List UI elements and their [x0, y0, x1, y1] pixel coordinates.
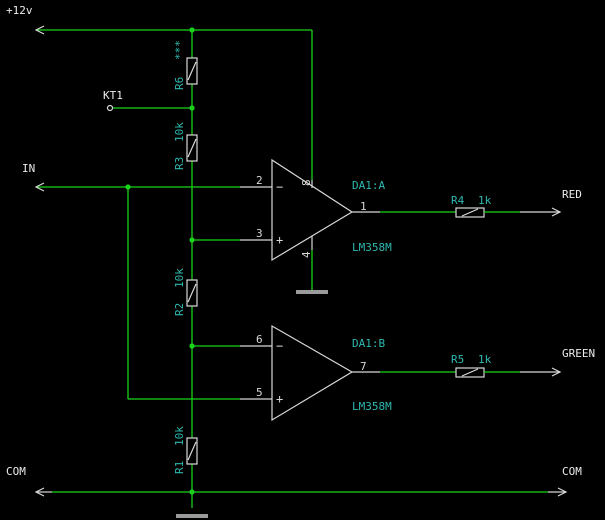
junction-dot [189, 237, 195, 243]
pin-8: 8 [300, 179, 313, 186]
opamp-b-ref: DA1:B [352, 337, 385, 350]
r1-value: 10k [173, 426, 186, 446]
opamp-a-plus: + [276, 233, 283, 247]
pin-3: 3 [256, 227, 263, 240]
opamp-b-plus: + [276, 392, 283, 406]
r6-value: *** [173, 40, 186, 60]
pin-6: 6 [256, 333, 263, 346]
opamp-a-ref: DA1:A [352, 179, 385, 192]
pin-4: 4 [300, 251, 313, 258]
r6-ref: R6 [173, 77, 186, 90]
resistor-r6 [186, 57, 198, 85]
r2-ref: R2 [173, 303, 186, 316]
resistor-r2 [186, 279, 198, 307]
red-arrow-icon [551, 207, 562, 217]
opamp-b [271, 324, 354, 422]
junction-dot [125, 184, 131, 190]
r1-ref: R1 [173, 461, 186, 474]
com-rail [34, 487, 568, 497]
r5-value: 1k [478, 353, 492, 366]
input-net [34, 182, 240, 400]
resistor-r3 [186, 134, 198, 162]
testpoint-kt1 [106, 104, 192, 112]
vcc-rail [34, 25, 313, 180]
resistor-r5 [455, 367, 485, 378]
opamp-b-minus: − [276, 339, 283, 353]
opamp-a-part: LM358M [352, 241, 392, 254]
junction-dot [189, 489, 195, 495]
ground-symbol-main [176, 514, 208, 518]
r4-value: 1k [478, 194, 492, 207]
pin-2: 2 [256, 174, 263, 187]
kt1-label: KT1 [103, 89, 123, 102]
vcc-label: +12v [6, 4, 33, 17]
in-label: IN [22, 162, 35, 175]
pin-1: 1 [360, 200, 367, 213]
com-label-left: COM [6, 465, 26, 478]
r4-ref: R4 [451, 194, 465, 207]
r3-value: 10k [173, 122, 186, 142]
pin-5: 5 [256, 386, 263, 399]
resistor-r4 [455, 207, 485, 218]
ground-symbol-a [296, 290, 328, 294]
opamp-a-minus: − [276, 180, 283, 194]
com-label-right: COM [562, 465, 582, 478]
resistor-r1 [186, 437, 198, 465]
opamp-b-part: LM358M [352, 400, 392, 413]
junction-dot [189, 27, 195, 33]
green-label: GREEN [562, 347, 595, 360]
red-label: RED [562, 188, 582, 201]
green-arrow-icon [551, 367, 562, 377]
r5-ref: R5 [451, 353, 464, 366]
junction-dot [189, 105, 195, 111]
junction-dot [189, 343, 195, 349]
r2-value: 10k [173, 268, 186, 288]
pin-7: 7 [360, 360, 367, 373]
r3-ref: R3 [173, 157, 186, 170]
